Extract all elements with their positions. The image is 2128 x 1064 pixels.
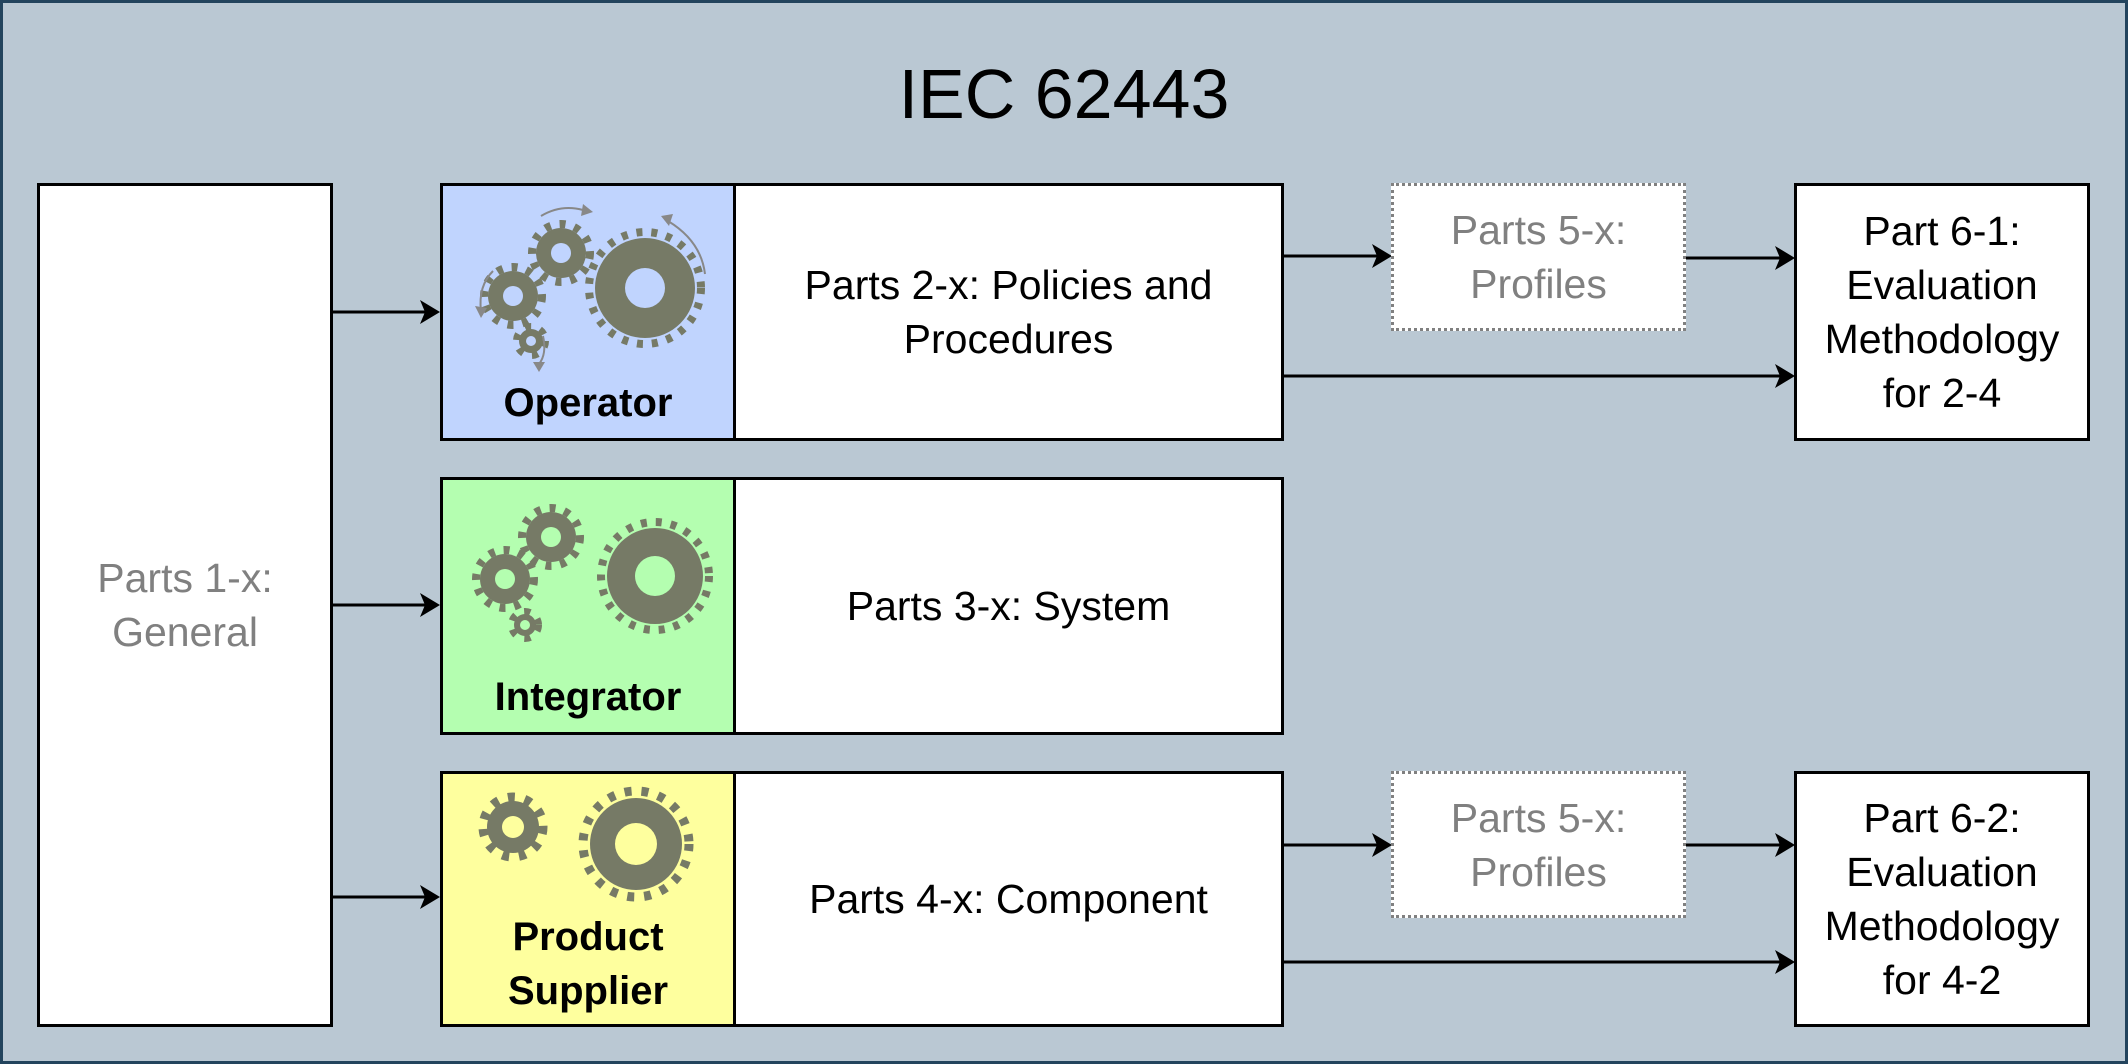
part-6-1-evaluation-box: Part 6-1: Evaluation Methodology for 2-4: [1794, 183, 2090, 441]
parts-4-component-box: Parts 4-x: Component: [733, 771, 1284, 1027]
gears-rotating-icon: [475, 204, 706, 372]
parts-5-profiles-label: Parts 5-x: Profiles: [1450, 794, 1627, 895]
product-supplier-role-label: Product Supplier: [507, 915, 669, 1013]
gears-icon: [478, 786, 694, 902]
parts-1-general-box: Parts 1-x: General: [37, 183, 333, 1027]
parts-4-component-label: Parts 4-x: Component: [809, 876, 1208, 922]
parts-3-system-label: Parts 3-x: System: [846, 583, 1171, 629]
part-6-2-evaluation-label: Part 6-2: Evaluation Methodology for 4-2: [1824, 795, 2060, 1003]
operator-role-label: Operator: [503, 381, 673, 425]
parts-5-profiles-box-bottom: Parts 5-x: Profiles: [1391, 771, 1686, 918]
gears-icon: [472, 504, 713, 642]
parts-2-policies-box: Parts 2-x: Policies and Procedures: [733, 183, 1284, 441]
diagram-title: IEC 62443: [898, 55, 1230, 133]
operator-role-box: Operator: [440, 183, 736, 441]
parts-2-policies-label: Parts 2-x: Policies and Procedures: [804, 262, 1213, 362]
parts-1-general-label: Parts 1-x: General: [97, 555, 273, 655]
integrator-role-label: Integrator: [494, 675, 682, 719]
parts-5-profiles-box-top: Parts 5-x: Profiles: [1391, 183, 1686, 331]
parts-3-system-box: Parts 3-x: System: [733, 477, 1284, 735]
part-6-1-evaluation-label: Part 6-1: Evaluation Methodology for 2-4: [1824, 208, 2060, 416]
product-supplier-role-box: Product Supplier: [440, 771, 736, 1027]
part-6-2-evaluation-box: Part 6-2: Evaluation Methodology for 4-2: [1794, 771, 2090, 1027]
integrator-role-box: Integrator: [440, 477, 736, 735]
parts-5-profiles-label: Parts 5-x: Profiles: [1450, 207, 1627, 307]
